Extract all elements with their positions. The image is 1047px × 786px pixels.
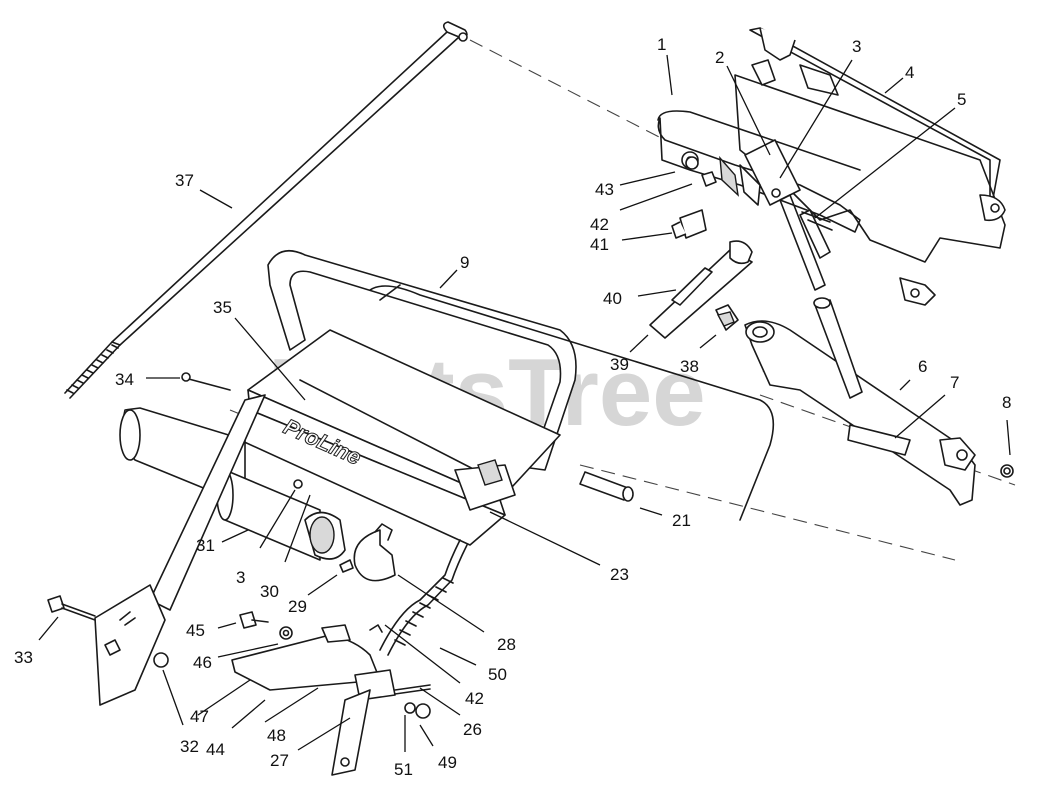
callout-39: 39 (610, 355, 629, 374)
control-box-part: ProLine (239, 329, 561, 546)
lower-handle-part (744, 297, 1014, 506)
callout-50: 50 (488, 665, 507, 684)
callout-31: 31 (196, 536, 215, 555)
callout-45: 45 (186, 621, 205, 640)
callout-1: 1 (657, 35, 666, 54)
callout-40: 40 (603, 289, 622, 308)
callout-44: 44 (206, 740, 225, 759)
callout-21: 21 (672, 511, 691, 530)
control-rod-part (64, 21, 468, 399)
callout-23: 23 (610, 565, 629, 584)
leader-lines (38, 54, 1011, 752)
callout-7: 7 (950, 373, 959, 392)
callout-48: 48 (267, 726, 286, 745)
callout-42-lower: 42 (465, 689, 484, 708)
callout-41: 41 (590, 235, 609, 254)
callout-47: 47 (190, 707, 209, 726)
callout-49: 49 (438, 753, 457, 772)
callout-34: 34 (115, 370, 134, 389)
callout-29: 29 (288, 597, 307, 616)
bolt-part-33 (47, 595, 96, 621)
callout-38: 38 (680, 357, 699, 376)
callout-33: 33 (14, 648, 33, 667)
callout-6: 6 (918, 357, 927, 376)
bolt-part-34 (181, 372, 231, 391)
upper-bracket-part (657, 110, 861, 291)
callout-28: 28 (497, 635, 516, 654)
handle-arm-part (94, 394, 266, 706)
callout-37: 37 (175, 171, 194, 190)
small-bracket-hardware (649, 156, 753, 339)
lower-lever-part (331, 539, 468, 776)
callout-51: 51 (394, 760, 413, 779)
callout-26: 26 (463, 720, 482, 739)
callout-27: 27 (270, 751, 289, 770)
callout-3-lower: 3 (236, 568, 245, 587)
callout-35: 35 (213, 298, 232, 317)
callout-30: 30 (260, 582, 279, 601)
clamp-part (339, 523, 396, 582)
pin-part-21 (579, 471, 634, 502)
callout-32: 32 (180, 737, 199, 756)
callout-2: 2 (715, 48, 724, 67)
callout-4: 4 (905, 63, 914, 82)
callout-46: 46 (193, 653, 212, 672)
callout-9: 9 (460, 253, 469, 272)
lever-bracket-part (231, 611, 396, 701)
callout-43: 43 (595, 180, 614, 199)
callout-42-upper: 42 (590, 215, 609, 234)
nut-part-32 (153, 652, 169, 668)
callout-3-upper: 3 (852, 37, 861, 56)
callout-labels: 1 2 3 4 5 6 7 8 9 21 23 26 27 28 29 30 3… (14, 35, 1011, 779)
callout-5: 5 (957, 90, 966, 109)
callout-8: 8 (1002, 393, 1011, 412)
